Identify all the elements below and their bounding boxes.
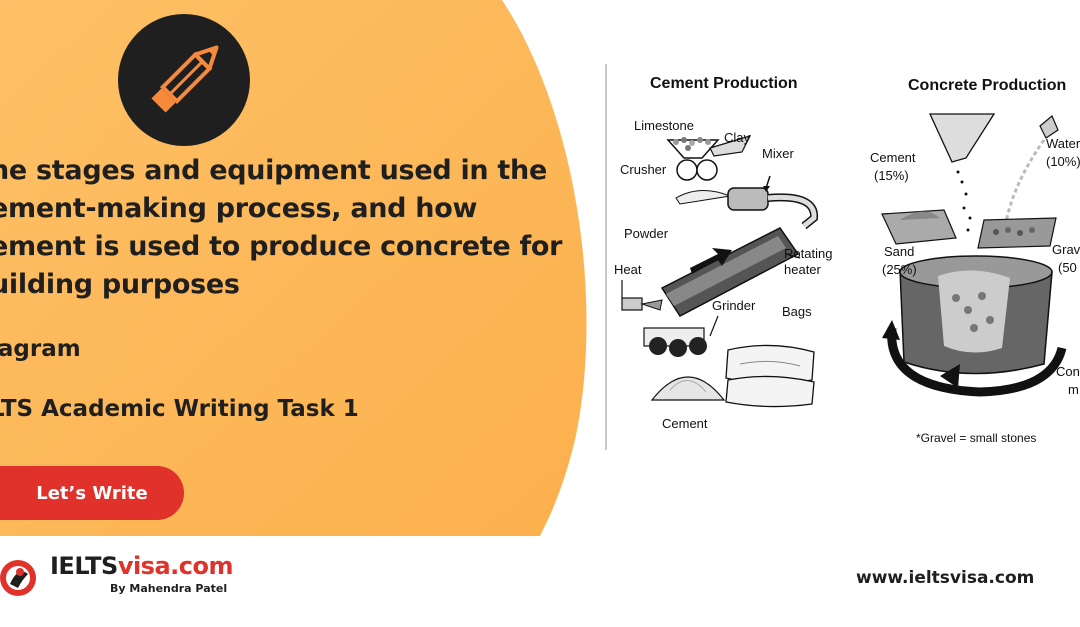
sand-tray-shape [881,209,957,245]
brand-name-part1: IELTS [50,552,118,580]
label-concrete-mixer-2: m [1068,382,1079,397]
label-water-percent: (10%) [1046,154,1080,169]
label-heat: Heat [614,262,642,277]
water-pipe-shape [1002,115,1059,235]
label-gravel: Grav [1052,242,1080,257]
crusher-hopper-shape [666,135,752,159]
label-sand-percent: (25%) [882,262,917,277]
task-name-label: LTS Academic Writing Task 1 [0,396,359,422]
brand-logo[interactable]: IELTSvisa.com By Mahendra Patel [0,548,240,608]
cement-hopper-shape [928,113,996,232]
website-url-link[interactable]: www.ieltsvisa.com [856,568,1035,588]
mixer-drum-shape [727,175,819,230]
pencil-icon [118,14,250,146]
cement-bags-shape [725,344,815,408]
grinder-shape [643,315,719,357]
label-limestone: Limestone [634,118,694,133]
label-water: Water [1046,136,1080,151]
page-title: he stages and equipment used in the emen… [0,152,580,304]
task-type-label: iagram [0,336,81,362]
rotating-heater-shape [660,227,801,317]
label-bags: Bags [782,304,812,319]
label-cement-ingredient: Cement [870,150,916,165]
concrete-mixer-shape [882,255,1067,397]
title-line-3: ement is used to produce concrete for [0,231,563,262]
label-grinder: Grinder [712,298,756,313]
label-powder: Powder [624,226,669,241]
label-heater: heater [784,262,822,277]
crusher-rollers-shape [675,159,732,205]
cement-production-title: Cement Production [650,75,798,92]
cement-pile-shape [650,376,726,401]
label-clay: Clay [724,130,751,145]
label-cement: Cement [662,416,708,431]
label-concrete-mixer-1: Con [1056,364,1080,379]
brand-byline: By Mahendra Patel [110,582,228,595]
brand-name: IELTSvisa.com [50,552,234,580]
label-gravel-percent: (50 [1058,260,1077,275]
concrete-production-title: Concrete Production [908,77,1066,94]
brand-emblem-icon [0,560,36,596]
heat-burner-shape [621,280,663,311]
title-line-2: ement-making process, and how [0,193,478,224]
label-cement-percent: (15%) [874,168,909,183]
lets-write-button[interactable]: Let’s Write [0,466,184,520]
label-crusher: Crusher [620,162,667,177]
brand-name-part2: visa.com [117,552,234,580]
gravel-tray-shape [977,217,1057,249]
label-mixer: Mixer [762,146,794,161]
gravel-footnote: *Gravel = small stones [916,431,1036,445]
process-diagram: Cement Production [600,58,1080,458]
label-sand: Sand [884,244,914,259]
title-line-1: he stages and equipment used in the [0,155,547,186]
label-rotating: Rotating [784,246,832,261]
orange-background-shape [0,0,587,536]
title-line-4: uilding purposes [0,269,240,300]
lets-write-label: Let’s Write [36,482,148,504]
